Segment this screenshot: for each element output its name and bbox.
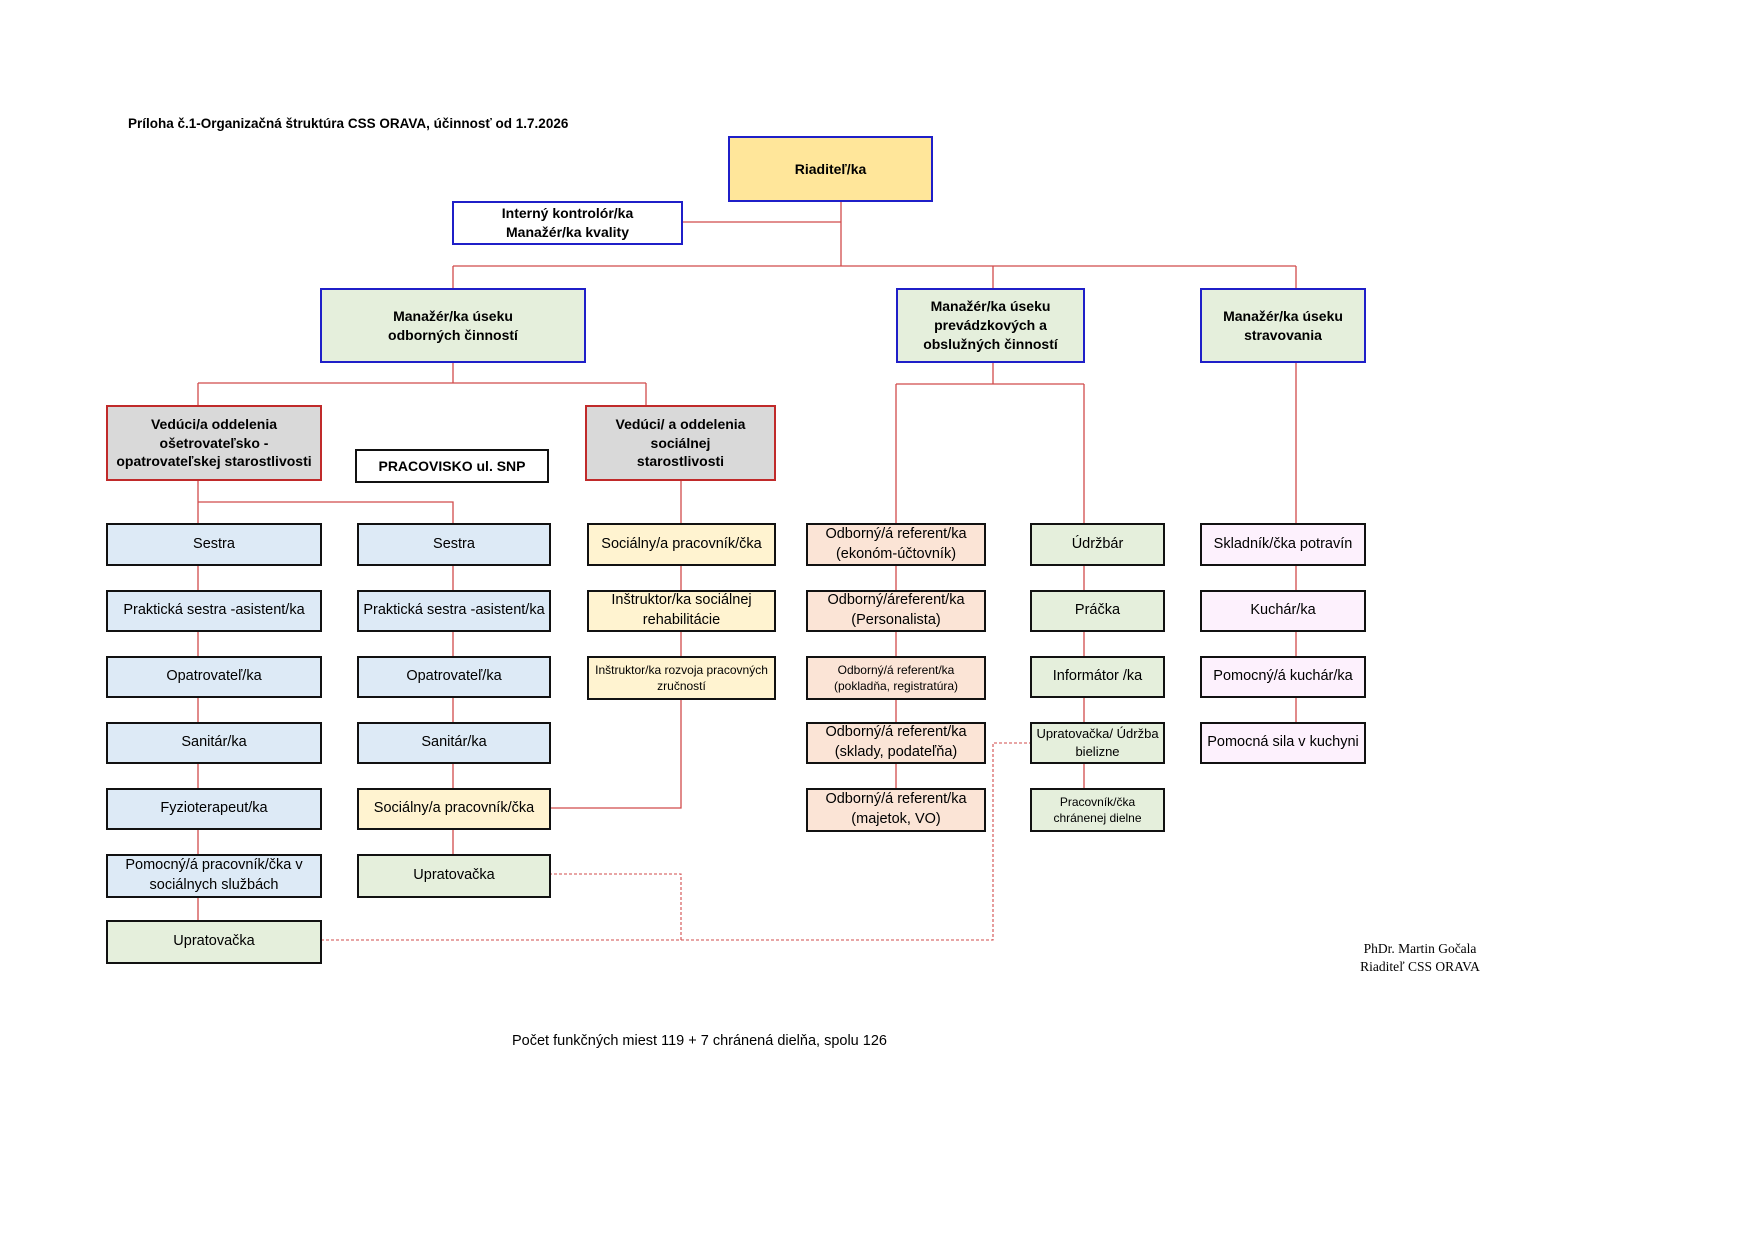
nursing-social-services-assistant: Pomocný/á pracovník/čka v sociálnych slu…: [106, 854, 322, 898]
snp-nurse: Sestra: [357, 523, 551, 566]
head-social-line-1: Vedúci/ a oddelenia sociálnej: [615, 415, 746, 451]
informant: Informátor /ka: [1030, 656, 1165, 698]
signature-name: PhDr. Martin Gočala: [1363, 941, 1477, 956]
manager-operations-line-2: prevádzkových a: [934, 317, 1047, 334]
snp-social-worker: Sociálny/a pracovník/čka: [357, 788, 551, 830]
manager-professional-line-2: odborných činností: [388, 326, 518, 343]
controller-line-1: Interný kontrolór/ka: [501, 205, 634, 222]
nursing-orderly: Sanitár/ka: [106, 722, 322, 764]
head-nursing-box: Vedúci/a oddelenia ošetrovateľsko - opat…: [106, 405, 322, 481]
work-skills-instructor: Inštruktor/ka rozvoja pracovných zručnos…: [587, 656, 776, 700]
sheltered-workshop-worker: Pracovník/čka chránenej dielne: [1030, 788, 1165, 832]
cook: Kuchár/ka: [1200, 590, 1366, 632]
nursing-practical-nurse: Praktická sestra -asistent/ka: [106, 590, 322, 632]
referent-economist: Odborný/á referent/ka (ekonóm-účtovník): [806, 523, 986, 566]
manager-professional-line-1: Manažér/ka úseku: [393, 307, 513, 324]
kitchen-helper: Pomocná sila v kuchyni: [1200, 722, 1366, 764]
maintenance-worker: Údržbár: [1030, 523, 1165, 566]
social-rehab-instructor: Inštruktor/ka sociálnej rehabilitácie: [587, 590, 776, 632]
manager-catering-box: Manažér/ka úseku stravovania: [1200, 288, 1366, 363]
head-social-line-2: starostlivosti: [636, 453, 725, 470]
cleaner-laundry: Upratovačka/ Údržba bielizne: [1030, 722, 1165, 764]
manager-operations-box: Manažér/ka úseku prevádzkových a obslužn…: [896, 288, 1085, 363]
food-storekeeper: Skladník/čka potravín: [1200, 523, 1366, 566]
signature: PhDr. Martin Gočala Riaditeľ CSS ORAVA: [1340, 940, 1500, 975]
manager-operations-line-3: obslužných činností: [923, 335, 1058, 352]
head-nursing-line-2: opatrovateľskej starostlivosti: [116, 453, 312, 470]
snp-caregiver: Opatrovateľ/ka: [357, 656, 551, 698]
nursing-cleaner: Upratovačka: [106, 920, 322, 964]
nursing-physiotherapist: Fyzioterapeut/ka: [106, 788, 322, 830]
director-box: Riaditeľ/ka: [728, 136, 933, 202]
social-worker: Sociálny/a pracovník/čka: [587, 523, 776, 566]
assistant-cook: Pomocný/á kuchár/ka: [1200, 656, 1366, 698]
laundry-worker: Práčka: [1030, 590, 1165, 632]
snp-cleaner: Upratovačka: [357, 854, 551, 898]
signature-role: Riaditeľ CSS ORAVA: [1360, 958, 1480, 974]
referent-warehouse: Odborný/á referent/ka (sklady, podateľňa…: [806, 722, 986, 764]
head-nursing-line-1: Vedúci/a oddelenia ošetrovateľsko -: [150, 415, 278, 451]
snp-orderly: Sanitár/ka: [357, 722, 551, 764]
workplace-snp-label: PRACOVISKO ul. SNP: [355, 449, 549, 483]
page-title: Príloha č.1-Organizačná štruktúra CSS OR…: [128, 116, 569, 131]
nursing-caregiver: Opatrovateľ/ka: [106, 656, 322, 698]
head-social-box: Vedúci/ a oddelenia sociálnej starostliv…: [585, 405, 776, 481]
manager-catering-line-1: Manažér/ka úseku: [1223, 307, 1343, 324]
nursing-nurse: Sestra: [106, 523, 322, 566]
referent-property: Odborný/á referent/ka (majetok, VO): [806, 788, 986, 832]
positions-count: Počet funkčných miest 119 + 7 chránená d…: [512, 1033, 887, 1049]
referent-hr: Odborný/áreferent/ka (Personalista): [806, 590, 986, 632]
manager-catering-line-2: stravovania: [1244, 326, 1322, 343]
controller-box: Interný kontrolór/ka Manažér/ka kvality: [452, 201, 683, 245]
referent-cashier: Odborný/á referent/ka (pokladňa, registr…: [806, 656, 986, 700]
controller-line-2: Manažér/ka kvality: [506, 224, 629, 240]
snp-practical-nurse: Praktická sestra -asistent/ka: [357, 590, 551, 632]
manager-operations-line-1: Manažér/ka úseku: [930, 298, 1051, 315]
manager-professional-box: Manažér/ka úseku odborných činností: [320, 288, 586, 363]
